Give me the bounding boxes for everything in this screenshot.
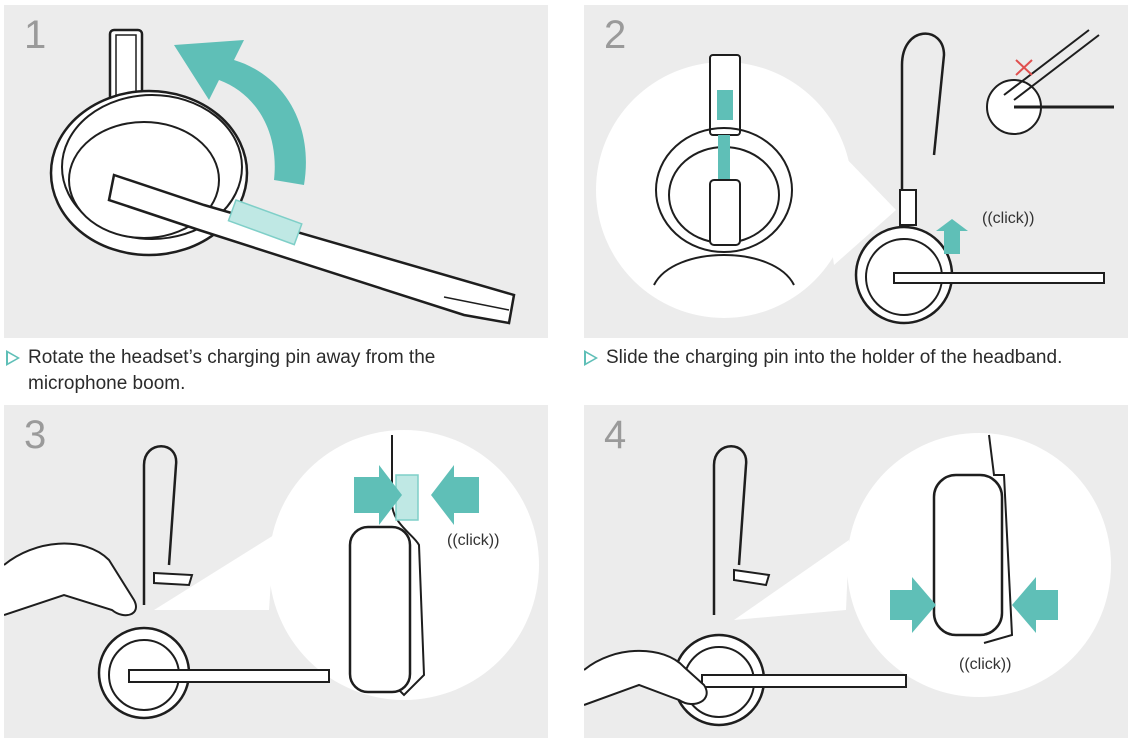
bullet-triangle-icon: [584, 350, 598, 366]
step-2-panel: 2 ((click)): [584, 5, 1128, 338]
left-arrow-icon: [431, 465, 479, 525]
step-2-caption: Slide the charging pin into the holder o…: [584, 345, 1129, 371]
step-4-panel: 4 ((click)): [584, 405, 1128, 738]
step-1-caption: Rotate the headset’s charging pin away f…: [6, 345, 526, 397]
rotate-arrow-icon: [174, 40, 306, 185]
step-1-panel: 1: [4, 5, 548, 338]
step-number: 3: [24, 413, 47, 457]
press-earpiece-illustration: ((click)): [584, 433, 1111, 727]
up-arrow-icon: [717, 90, 733, 120]
charging-pin-insert-illustration: ((click)): [596, 29, 1114, 325]
error-cross-icon: [1015, 59, 1033, 76]
bullet-triangle-icon: [6, 350, 20, 366]
step-3-panel: 3 ((click)): [4, 405, 548, 738]
right-arrow-icon: [354, 465, 402, 525]
click-label: ((click)): [982, 210, 1034, 227]
right-arrow-icon: [890, 577, 936, 633]
left-arrow-icon: [1012, 577, 1058, 633]
click-label: ((click)): [959, 656, 1011, 673]
click-label: ((click)): [447, 532, 499, 549]
up-arrow-icon: [936, 219, 968, 254]
step-number: 4: [604, 413, 627, 457]
step-number: 1: [24, 13, 47, 57]
step-number: 2: [604, 13, 627, 57]
attach-headband-illustration: ((click)): [4, 430, 539, 720]
headset-rotate-illustration: [49, 28, 516, 325]
